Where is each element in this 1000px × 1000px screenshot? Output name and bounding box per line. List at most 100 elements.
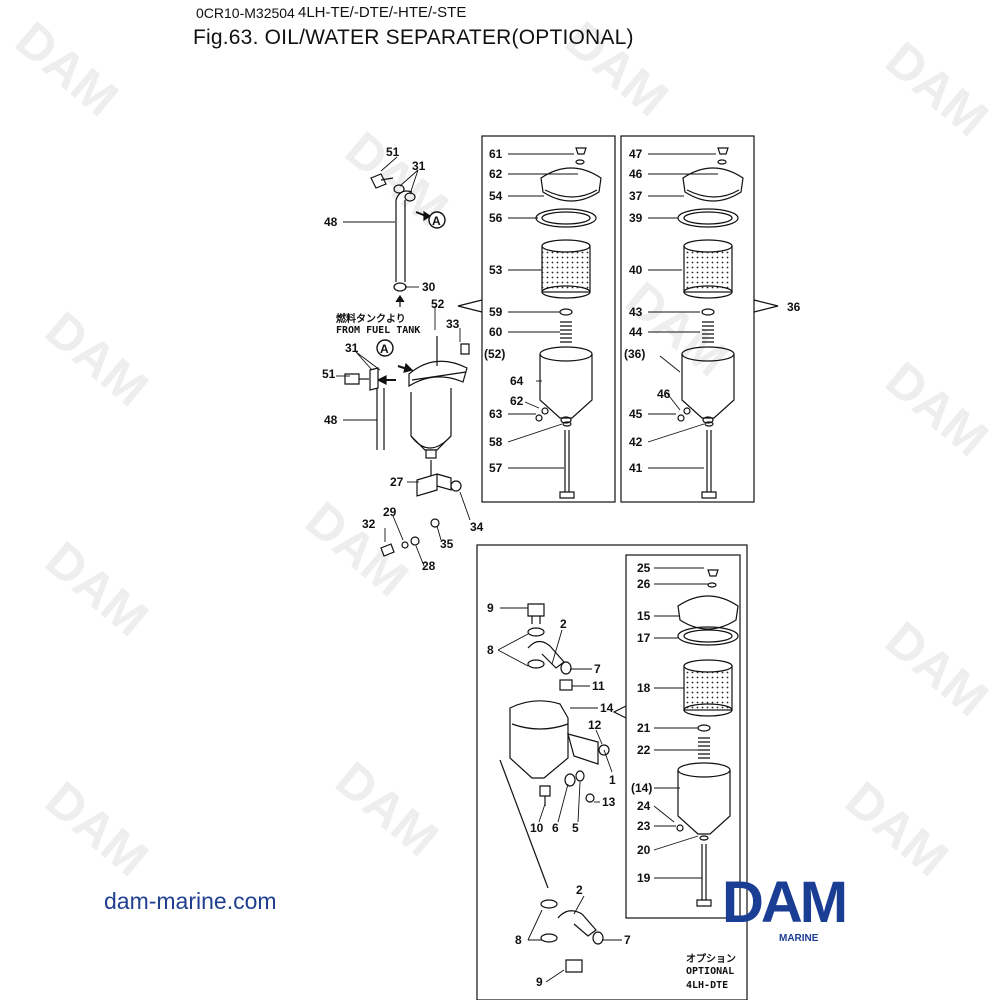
part-label: 30 — [422, 280, 436, 294]
engine-model: 4LH-TE/-DTE/-HTE/-STE — [298, 4, 467, 21]
note-from-fuel-tank-jp: 燃料タンクより — [336, 312, 406, 325]
note-optional-model: 4LH-DTE — [686, 980, 728, 991]
part-label: 19 — [637, 871, 651, 885]
part-label: 46 — [629, 167, 643, 181]
logo-subtext: MARINE — [779, 933, 819, 944]
part-label: 64 — [510, 374, 524, 388]
part-label: 54 — [489, 189, 503, 203]
part-label: 31 — [345, 341, 359, 355]
part-label: (14) — [631, 781, 652, 795]
part-label: 60 — [489, 325, 503, 339]
part-label: 43 — [629, 305, 643, 319]
part-label: 25 — [637, 561, 651, 575]
part-label: 15 — [637, 609, 651, 623]
part-label: 20 — [637, 843, 651, 857]
part-label: 28 — [422, 559, 436, 573]
part-label: 8 — [487, 643, 494, 657]
part-label: 63 — [489, 407, 503, 421]
document-code: 0CR10-M32504 — [196, 5, 295, 21]
brace-36 — [753, 299, 779, 313]
logo-text: DAM — [722, 870, 845, 935]
part-label: 2 — [560, 617, 567, 631]
separator-body-left — [344, 336, 470, 459]
part-label: 37 — [629, 189, 643, 203]
part-label: 7 — [624, 933, 631, 947]
note-optional-jp: オプション — [686, 952, 736, 965]
part-label: 12 — [588, 718, 602, 732]
part-label: 41 — [629, 461, 643, 475]
part-labels: 51 31 48 30 52 33 31 51 48 27 34 32 29 3… — [322, 145, 801, 989]
part-label: 7 — [594, 662, 601, 676]
part-label: (36) — [624, 347, 645, 361]
separator-exploded-14 — [676, 569, 739, 907]
part-label: 24 — [637, 799, 651, 813]
part-label: 10 — [530, 821, 544, 835]
part-label: 48 — [324, 413, 338, 427]
separator-body-optional — [499, 603, 610, 973]
part-label: 40 — [629, 263, 643, 277]
part-label: 23 — [637, 819, 651, 833]
callout-a-label: A — [380, 342, 389, 356]
part-label: 51 — [386, 145, 400, 159]
part-label: 13 — [602, 795, 616, 809]
part-label: 47 — [629, 147, 643, 161]
exploded-view-box-36 — [620, 135, 755, 503]
part-label: 5 — [572, 821, 579, 835]
part-label: 39 — [629, 211, 643, 225]
part-label: 53 — [489, 263, 503, 277]
part-label: 32 — [362, 517, 376, 531]
part-label: 44 — [629, 325, 643, 339]
site-url[interactable]: dam-marine.com — [104, 888, 277, 914]
part-label: 8 — [515, 933, 522, 947]
separator-exploded-36 — [677, 147, 744, 499]
exploded-view-box-52 — [481, 135, 616, 503]
dam-marine-logo: DAM MARINE — [722, 870, 848, 944]
part-label: 51 — [322, 367, 336, 381]
part-label: (52) — [484, 347, 505, 361]
part-label: 29 — [383, 505, 397, 519]
separator-exploded-52 — [535, 147, 602, 499]
mounting-bracket-left — [380, 460, 462, 557]
note-optional-en: OPTIONAL — [686, 966, 734, 977]
optional-assembly-box — [476, 544, 748, 1000]
part-label: 59 — [489, 305, 503, 319]
part-label: 21 — [637, 721, 651, 735]
part-label: 62 — [510, 394, 524, 408]
part-label: 26 — [637, 577, 651, 591]
part-label: 61 — [489, 147, 503, 161]
part-label: 11 — [592, 679, 605, 693]
part-label: 45 — [629, 407, 643, 421]
callout-a-circle — [376, 339, 394, 357]
part-label: 48 — [324, 215, 338, 229]
callout-a-circle — [428, 211, 446, 229]
part-label: 1 — [609, 773, 616, 787]
exploded-view-box-14 — [625, 554, 741, 919]
part-label: 57 — [489, 461, 503, 475]
part-label: 58 — [489, 435, 503, 449]
brace-52 — [457, 299, 483, 313]
part-label: 22 — [637, 743, 651, 757]
callout-a-label: A — [432, 214, 441, 228]
part-label: 42 — [629, 435, 643, 449]
part-label: 2 — [576, 883, 583, 897]
part-label: 9 — [536, 975, 543, 989]
part-label: 14 — [600, 701, 614, 715]
part-label: 56 — [489, 211, 503, 225]
part-label: 36 — [787, 300, 801, 314]
part-label: 6 — [552, 821, 559, 835]
part-label: 35 — [440, 537, 454, 551]
fuel-inlet-pipe-assembly — [370, 173, 432, 307]
part-label: 27 — [390, 475, 404, 489]
part-label: 52 — [431, 297, 445, 311]
part-label: 9 — [487, 601, 494, 615]
part-label: 33 — [446, 317, 460, 331]
note-from-fuel-tank-en: FROM FUEL TANK — [336, 325, 420, 336]
figure-title: Fig.63. OIL/WATER SEPARATER(OPTIONAL) — [193, 26, 634, 49]
part-label: 34 — [470, 520, 484, 534]
part-label: 17 — [637, 631, 651, 645]
part-label: 31 — [412, 159, 426, 173]
part-label: 46 — [657, 387, 671, 401]
part-label: 62 — [489, 167, 503, 181]
part-label: 18 — [637, 681, 651, 695]
